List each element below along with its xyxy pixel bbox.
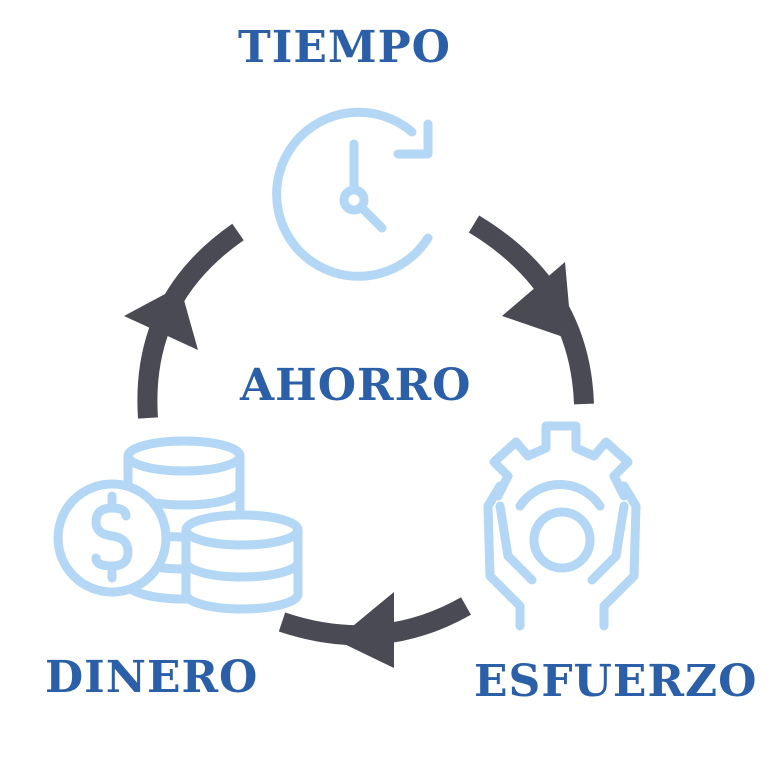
arrow-heads xyxy=(124,262,572,668)
label-dinero: DINERO xyxy=(45,652,259,703)
clock-refresh-icon xyxy=(272,107,433,281)
arrow-head-right xyxy=(502,262,572,340)
label-tiempo: TIEMPO xyxy=(238,22,451,73)
label-ahorro: AHORRO xyxy=(240,360,472,411)
arrow-head-bottom xyxy=(336,592,394,668)
arrow-head-left xyxy=(124,286,198,350)
hands-gear-icon xyxy=(483,421,641,631)
label-esfuerzo: ESFUERZO xyxy=(474,656,758,707)
coins-dollar-icon xyxy=(53,436,303,614)
